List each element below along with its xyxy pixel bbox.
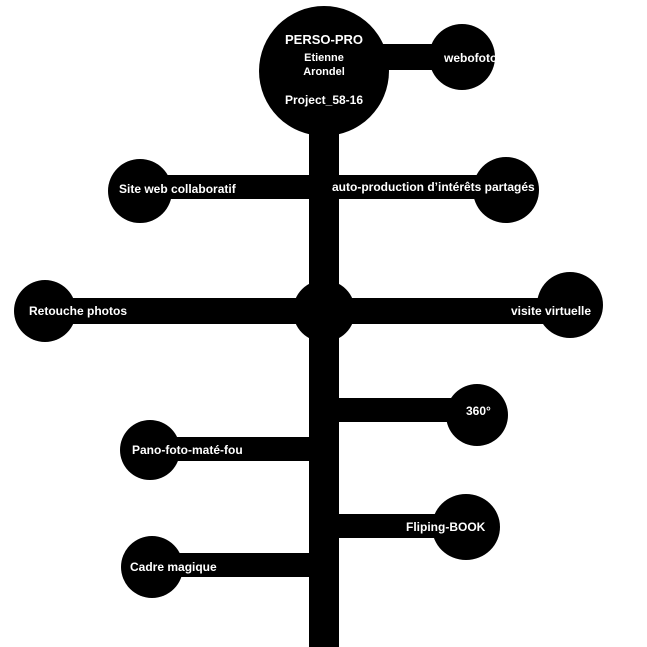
label-pano: Pano-foto-maté-fou xyxy=(132,443,243,457)
node-site-web xyxy=(108,159,172,223)
node-360 xyxy=(446,384,508,446)
node-fliping xyxy=(432,494,500,560)
label-site-web: Site web collaboratif xyxy=(119,182,236,196)
branch-auto-production xyxy=(339,175,499,199)
node-cadre xyxy=(121,536,183,598)
center-node xyxy=(259,6,389,136)
node-auto-production xyxy=(473,157,539,223)
center-title: PERSO-PRO xyxy=(284,32,363,47)
label-retouche: Retouche photos xyxy=(29,304,127,318)
node-retouche xyxy=(14,280,76,342)
branch-site-web xyxy=(150,175,310,199)
label-360: 360° xyxy=(466,404,491,418)
center-name-line2: Arondel xyxy=(303,66,345,78)
label-cadre: Cadre magique xyxy=(130,560,217,574)
label-fliping: Fliping-BOOK xyxy=(406,520,486,534)
middle-hub xyxy=(293,280,355,342)
trunk xyxy=(309,100,339,647)
center-name-line1: Etienne xyxy=(304,52,344,64)
node-webofoto xyxy=(429,24,495,90)
center-project: Project_58-16 xyxy=(284,93,364,107)
node-visite xyxy=(537,272,603,338)
label-visite: visite virtuelle xyxy=(511,304,592,318)
node-pano xyxy=(120,420,180,480)
label-auto-production: auto-production d’intérêts partagés xyxy=(332,180,535,194)
label-webofoto: webofoto.fr xyxy=(444,51,510,65)
